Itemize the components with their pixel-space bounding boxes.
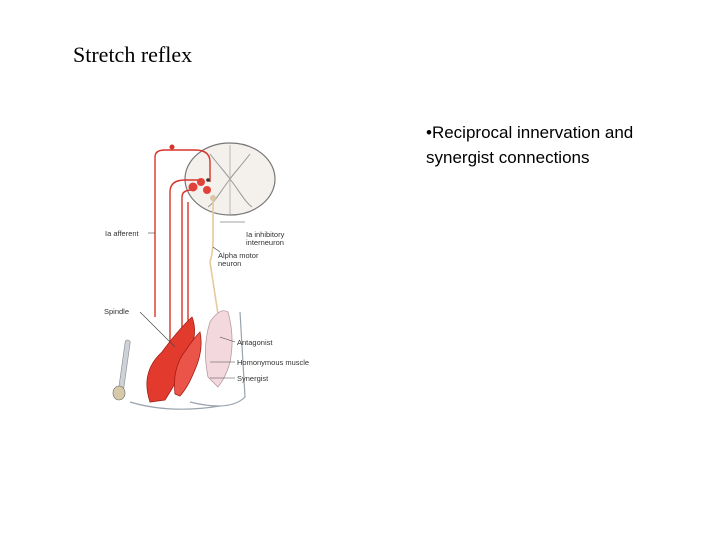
muscles [147,311,232,402]
stretch-reflex-diagram: Ia afferent Ia inhibitory interneuron Al… [70,112,330,424]
slide-title: Stretch reflex [73,42,192,68]
label-neuron: neuron [218,259,241,268]
spindle-ending-icon [170,145,175,150]
label-synergist: Synergist [237,374,269,383]
label-antagonist: Antagonist [237,338,273,347]
label-homonymous-muscle: Homonymous muscle [237,358,309,367]
label-spindle: Spindle [104,307,129,316]
reflex-hammer-icon [113,340,130,400]
label-interneuron: interneuron [246,238,284,247]
bullet-label: Reciprocal innervation and synergist con… [426,123,633,167]
label-ia-afferent: Ia afferent [105,229,140,238]
bullet-text: •Reciprocal innervation and synergist co… [426,120,696,170]
